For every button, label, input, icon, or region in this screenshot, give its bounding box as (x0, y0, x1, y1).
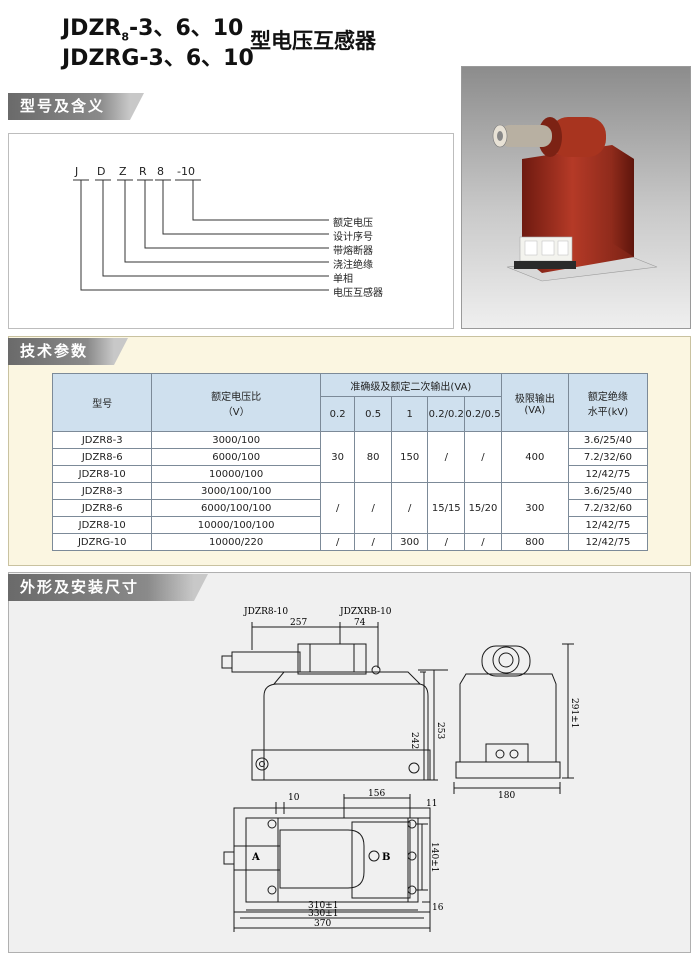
cell-insulation: 7.2/32/60 (567, 448, 649, 466)
cell-c0205: / (464, 533, 502, 551)
table-row: JDZR8-3 3000/100 30 80 150 / / 400 3.6/2… (51, 431, 649, 483)
th-limit-output: 极限输出(VA) (500, 373, 569, 432)
code-letter-d: D (97, 165, 106, 178)
dim-242: 242 (409, 732, 419, 749)
cell-ratio: 6000/100 (151, 448, 321, 466)
code-label-voltage-transformer: 电压互感器 (333, 288, 383, 299)
cell-model: JDZR8-6 (51, 448, 153, 466)
mark-b: B (382, 852, 390, 863)
section-header-model-meaning: 型号及含义 (8, 93, 144, 120)
dimensions-box (8, 572, 691, 953)
code-label-single-phase: 单相 (333, 274, 353, 285)
code-letter-r: R (139, 165, 147, 178)
cell-c1: 150 (390, 431, 429, 483)
dim-10: 10 (288, 793, 300, 803)
dim-330: 330±1 (308, 909, 338, 919)
th-model: 型号 (51, 373, 153, 432)
dim-74: 74 (354, 618, 366, 628)
code-label-design-serial: 设计序号 (333, 232, 373, 243)
th-class-0-2-0-2: 0.2/0.2 (427, 396, 466, 432)
cell-ratio: 10000/100 (151, 465, 321, 483)
cell-ratio: 6000/100/100 (151, 499, 321, 517)
cell-c0202: / (427, 431, 466, 483)
cell-insulation: 12/42/75 (567, 465, 649, 483)
dim-370: 370 (314, 919, 331, 929)
cell-insulation: 12/42/75 (567, 533, 649, 551)
code-label-rated-voltage: 额定电压 (333, 218, 373, 229)
title-line-2: JDZRG-3、6、10 (62, 46, 254, 71)
code-letter-j: J (75, 165, 79, 178)
dim-16: 16 (432, 903, 444, 913)
cell-c02: / (319, 482, 356, 534)
dim-140: 140±1 (429, 842, 439, 872)
drawing-label-jdzr8: JDZR8-10 (243, 607, 288, 617)
cell-c05: / (354, 482, 392, 534)
cell-c1: / (390, 482, 429, 534)
cell-c05: / (354, 533, 392, 551)
spec-table: 型号 额定电压比（V） 准确级及额定二次输出(VA) 极限输出(VA) 额定绝缘… (51, 373, 649, 551)
model-code-diagram (73, 179, 329, 291)
cell-c02: / (319, 533, 356, 551)
cell-c0202: 15/15 (427, 482, 466, 534)
cell-model: JDZR8-10 (51, 516, 153, 534)
dim-310: 310±1 (308, 901, 338, 911)
cell-ratio: 3000/100 (151, 431, 321, 449)
th-class-0-2-0-5: 0.2/0.5 (464, 396, 502, 432)
dim-257: 257 (290, 618, 307, 628)
table-row: JDZR8-6 6000/100 7.2/32/60 (51, 448, 649, 466)
cell-ratio: 10000/100/100 (151, 516, 321, 534)
table-row: JDZRG-10 10000/220 / / 300 / / 800 12/42… (51, 533, 649, 551)
dim-253: 253 (435, 722, 445, 739)
title-suffix: 型电压互感器 (250, 29, 376, 53)
cell-insulation: 3.6/25/40 (567, 482, 649, 500)
cell-ratio: 3000/100/100 (151, 482, 321, 500)
dim-180: 180 (498, 791, 515, 801)
cell-ratio: 10000/220 (151, 533, 321, 551)
dim-11: 11 (426, 799, 437, 809)
cell-c05: 80 (354, 431, 392, 483)
model-meaning-box: J D Z R 8 -10 额定电压 设计序号 带熔断器 浇注绝缘 单相 电压互… (8, 133, 454, 329)
th-ratio: 额定电压比（V） (151, 373, 321, 432)
cell-c0205: 15/20 (464, 482, 502, 534)
cell-c1: 300 (390, 533, 429, 551)
table-header-row: 型号 额定电压比（V） 准确级及额定二次输出(VA) 极限输出(VA) 额定绝缘… (51, 373, 649, 432)
cell-c0205: / (464, 431, 502, 483)
section-header-tech-params-overlay: 技术参数 (8, 338, 128, 365)
th-insulation: 额定绝缘水平(kV) (567, 373, 649, 432)
dim-156: 156 (368, 789, 385, 799)
cell-model: JDZR8-3 (51, 431, 153, 449)
th-accuracy: 准确级及额定二次输出(VA) (319, 373, 502, 397)
cell-model: JDZR8-10 (51, 465, 153, 483)
table-row: JDZR8-10 10000/100/100 12/42/75 (51, 516, 649, 534)
table-row: JDZR8-3 3000/100/100 / / / 15/15 15/20 3… (51, 482, 649, 534)
section-header-dimensions: 外形及安装尺寸 (8, 574, 208, 601)
cell-c0202: / (427, 533, 466, 551)
cell-limit: 800 (500, 533, 569, 551)
th-class-1: 1 (390, 396, 429, 432)
cell-model: JDZR8-3 (51, 482, 153, 500)
th-class-0-5: 0.5 (354, 396, 392, 432)
code-letter-8: 8 (157, 165, 164, 178)
table-row: JDZR8-6 6000/100/100 7.2/32/60 (51, 499, 649, 517)
cell-insulation: 7.2/32/60 (567, 499, 649, 517)
th-class-0-2: 0.2 (319, 396, 356, 432)
cell-model: JDZRG-10 (51, 533, 153, 551)
cell-model: JDZR8-6 (51, 499, 153, 517)
mark-a: A (251, 852, 260, 863)
cell-limit: 300 (500, 482, 569, 534)
cell-insulation: 3.6/25/40 (567, 431, 649, 449)
code-label-fuse: 带熔断器 (333, 246, 373, 257)
cell-limit: 400 (500, 431, 569, 483)
drawing-label-jdzxrb: JDZXRB-10 (339, 607, 392, 617)
code-letter-z: Z (119, 165, 127, 178)
product-photo (462, 67, 690, 328)
dim-291: 291±1 (569, 698, 579, 728)
code-letter-10: -10 (177, 165, 195, 178)
code-label-cast-insulation: 浇注绝缘 (333, 260, 373, 271)
cell-c02: 30 (319, 431, 356, 483)
product-photo-frame (461, 66, 691, 329)
dimension-drawing: JDZR8-10 JDZXRB-10 257 74 242 253 291±1 … (221, 607, 579, 932)
cell-insulation: 12/42/75 (567, 516, 649, 534)
title-line-1: JDZR8-3、6、10 (62, 16, 244, 44)
